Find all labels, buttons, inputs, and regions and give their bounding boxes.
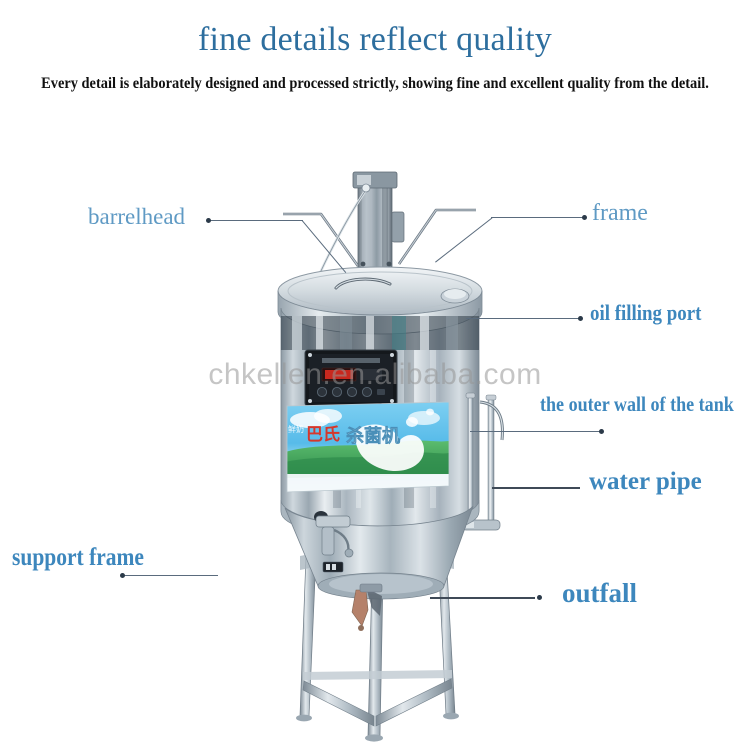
tank-outer-wall [280, 307, 480, 537]
control-panel [304, 349, 398, 407]
tank-bottom-cone [280, 499, 480, 600]
leader-dot-outer-wall [599, 429, 604, 434]
leader-outfall [430, 597, 535, 599]
page-subtitle: Every detail is elaborately designed and… [41, 75, 709, 92]
watermark: chkellen.en.alibaba.com [208, 358, 542, 391]
barrelhead [277, 266, 483, 337]
leader-dot-oil-filling-port [578, 316, 583, 321]
callout-label-support-frame: support frame [12, 544, 144, 571]
leader-dot-outfall [537, 595, 542, 600]
svg-text:鲜奶: 鲜奶 [288, 424, 304, 434]
water-pipe [461, 392, 504, 531]
leader-dot-barrelhead [206, 218, 211, 223]
drive-frame [283, 171, 476, 323]
svg-text:巴氏: 巴氏 [306, 425, 340, 445]
outfall-nozzle [351, 583, 383, 631]
leader-water-pipe [492, 487, 580, 489]
support-legs [296, 551, 459, 742]
leader-dot-frame [582, 215, 587, 220]
svg-text:杀菌机: 杀菌机 [346, 425, 400, 447]
leader-dot-support-frame [120, 573, 125, 578]
page-title: fine details reflect quality [198, 21, 552, 58]
callout-label-outfall: outfall [562, 578, 638, 608]
leader-frame-diagonal [434, 217, 493, 263]
leader-barrelhead-diagonal [301, 220, 347, 274]
leader-barrelhead-horizontal [210, 220, 303, 222]
callout-label-barrelhead: barrelhead [88, 204, 186, 229]
product-label: 巴氏 杀菌机 鲜奶 [287, 402, 449, 492]
callout-label-outer-wall: the outer wall of the tank [540, 392, 734, 416]
callout-label-frame: frame [592, 200, 648, 226]
drain-valve [314, 511, 354, 558]
callout-label-water-pipe: water pipe [589, 468, 702, 495]
callout-label-oil-filling-port: oil filling port [590, 300, 702, 325]
leader-outer-wall [470, 431, 602, 433]
leader-frame-horizontal [491, 217, 584, 219]
leader-oil-filling-port [466, 318, 580, 320]
leader-support-frame [124, 575, 218, 577]
